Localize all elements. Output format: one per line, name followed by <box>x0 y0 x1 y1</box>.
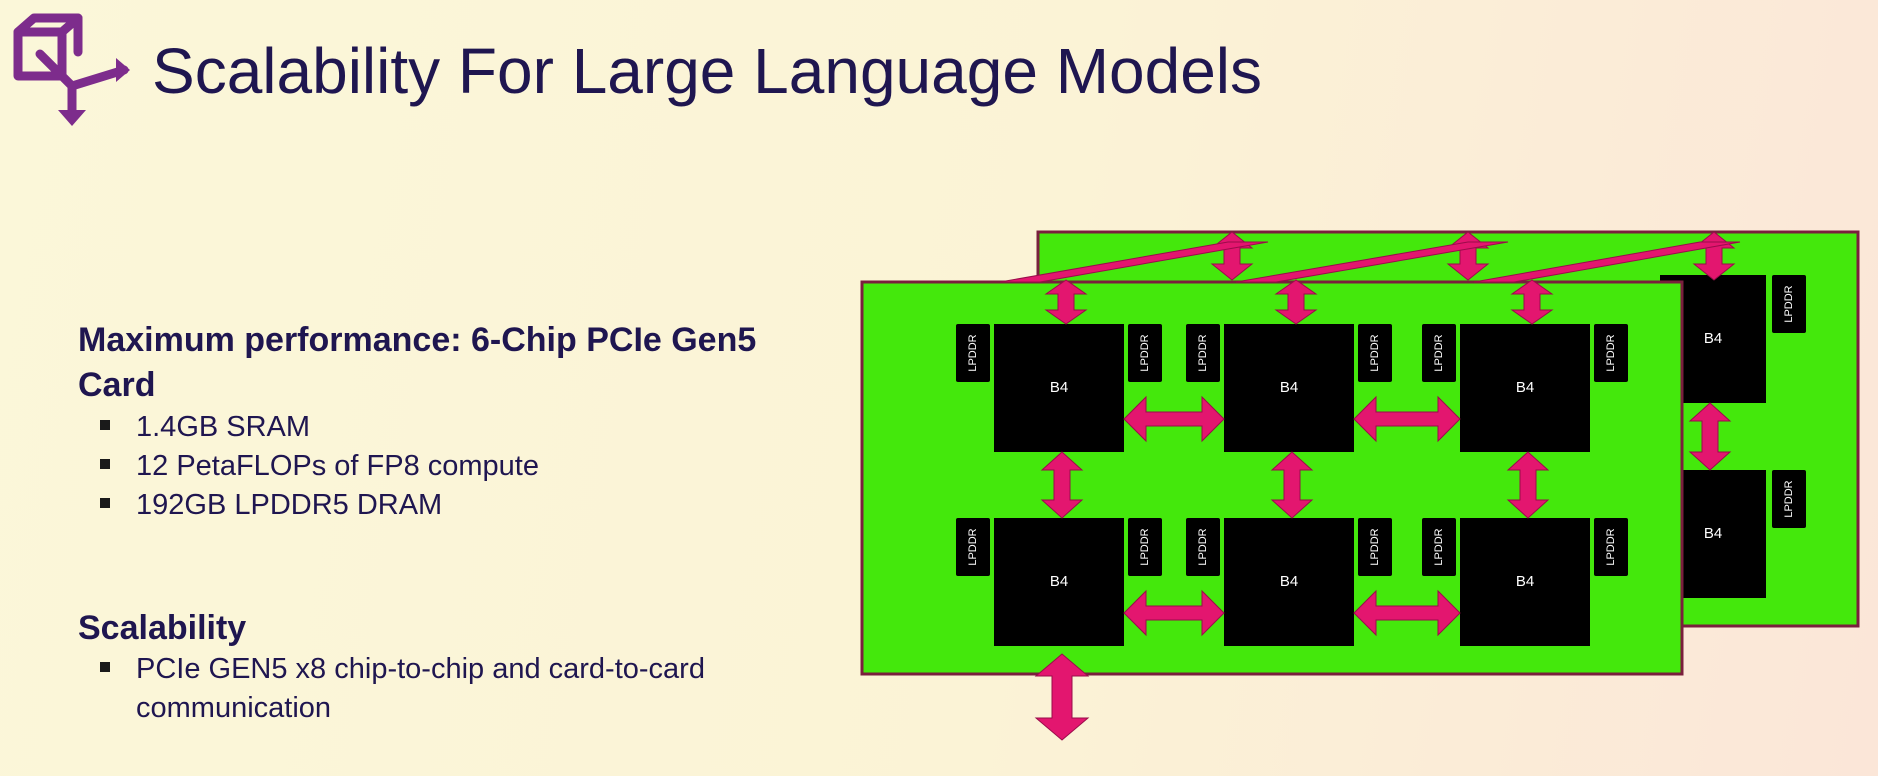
bullet-square-icon <box>100 420 110 430</box>
b4-chip <box>994 324 1124 452</box>
lpddr-module <box>1594 324 1628 382</box>
b4-chip-label: B4 <box>1704 525 1722 542</box>
scalability-cube-arrows-icon <box>13 13 130 126</box>
lpddr-module <box>1128 518 1162 576</box>
lpddr-module <box>1422 324 1456 382</box>
lpddr-label: LPDDR <box>1197 334 1209 371</box>
list-item: 192GB LPDDR5 DRAM <box>100 486 539 525</box>
list-item: 12 PetaFLOPs of FP8 compute <box>100 447 539 486</box>
card-to-card-link <box>1235 241 1509 283</box>
slide-title: Scalability For Large Language Models <box>152 35 1262 107</box>
b4-chip <box>1460 324 1590 452</box>
lpddr-module <box>1594 518 1628 576</box>
bullet-square-icon <box>100 498 110 508</box>
b4-chip <box>1224 518 1354 646</box>
card-connector-arrow <box>1044 279 1088 325</box>
lpddr-label: LPDDR <box>967 334 979 371</box>
b4-chip-label: B4 <box>1280 379 1298 396</box>
lpddr-label: LPDDR <box>1433 528 1445 565</box>
performance-heading: Maximum performance: 6-Chip PCIe Gen5 Ca… <box>78 321 757 404</box>
card-to-card-link <box>999 241 1269 283</box>
chip-link-arrow <box>1688 402 1732 471</box>
lpddr-module <box>1358 518 1392 576</box>
lpddr-module <box>1772 275 1806 333</box>
lpddr-label: LPDDR <box>1433 334 1445 371</box>
chip-link-arrow <box>1040 451 1084 519</box>
b4-chip <box>1224 324 1354 452</box>
lpddr-label: LPDDR <box>967 528 979 565</box>
lpddr-module <box>1186 324 1220 382</box>
card-connector-arrow <box>1274 279 1318 325</box>
lpddr-module <box>1772 470 1806 528</box>
bullet-square-icon <box>100 662 110 672</box>
chip-link-arrow <box>1123 589 1225 637</box>
chip-link-arrow <box>1353 589 1461 637</box>
lpddr-module <box>1186 518 1220 576</box>
lpddr-module <box>956 518 990 576</box>
lpddr-module <box>1128 324 1162 382</box>
lpddr-label: LPDDR <box>1605 334 1617 371</box>
b4-chip-label: B4 <box>1050 379 1068 396</box>
lpddr-module <box>1422 518 1456 576</box>
b4-chip <box>994 518 1124 646</box>
lpddr-label: LPDDR <box>1139 334 1151 371</box>
scalability-bullet-list: PCIe GEN5 x8 chip-to-chip and card-to-ca… <box>100 650 780 728</box>
list-item: PCIe GEN5 x8 chip-to-chip and card-to-ca… <box>100 650 780 728</box>
lpddr-module <box>1358 324 1392 382</box>
lpddr-label: LPDDR <box>1139 528 1151 565</box>
b4-chip-label: B4 <box>1280 573 1298 590</box>
lpddr-label: LPDDR <box>1783 285 1795 322</box>
lpddr-label: LPDDR <box>1783 480 1795 517</box>
list-item: 1.4GB SRAM <box>100 408 539 447</box>
card-to-card-link <box>1473 241 1741 283</box>
chip-link-arrow <box>1353 395 1461 443</box>
chip-link-arrow <box>1506 451 1550 519</box>
scalability-heading: Scalability <box>78 609 247 647</box>
lpddr-module <box>956 324 990 382</box>
b4-chip-label: B4 <box>1516 379 1534 396</box>
b4-chip <box>1460 518 1590 646</box>
b4-chip-label: B4 <box>1050 573 1068 590</box>
lpddr-label: LPDDR <box>1605 528 1617 565</box>
chip-link-arrow <box>1270 451 1314 519</box>
pcie-connector-arrow <box>1034 653 1090 741</box>
lpddr-label: LPDDR <box>1369 528 1381 565</box>
card-connector-arrow <box>1510 279 1554 325</box>
b4-chip-label: B4 <box>1704 330 1722 347</box>
bullet-square-icon <box>100 459 110 469</box>
lpddr-label: LPDDR <box>1369 334 1381 371</box>
performance-bullet-list: 1.4GB SRAM 12 PetaFLOPs of FP8 compute 1… <box>100 408 539 525</box>
chip-link-arrow <box>1123 395 1225 443</box>
lpddr-label: LPDDR <box>1197 528 1209 565</box>
b4-chip-label: B4 <box>1516 573 1534 590</box>
